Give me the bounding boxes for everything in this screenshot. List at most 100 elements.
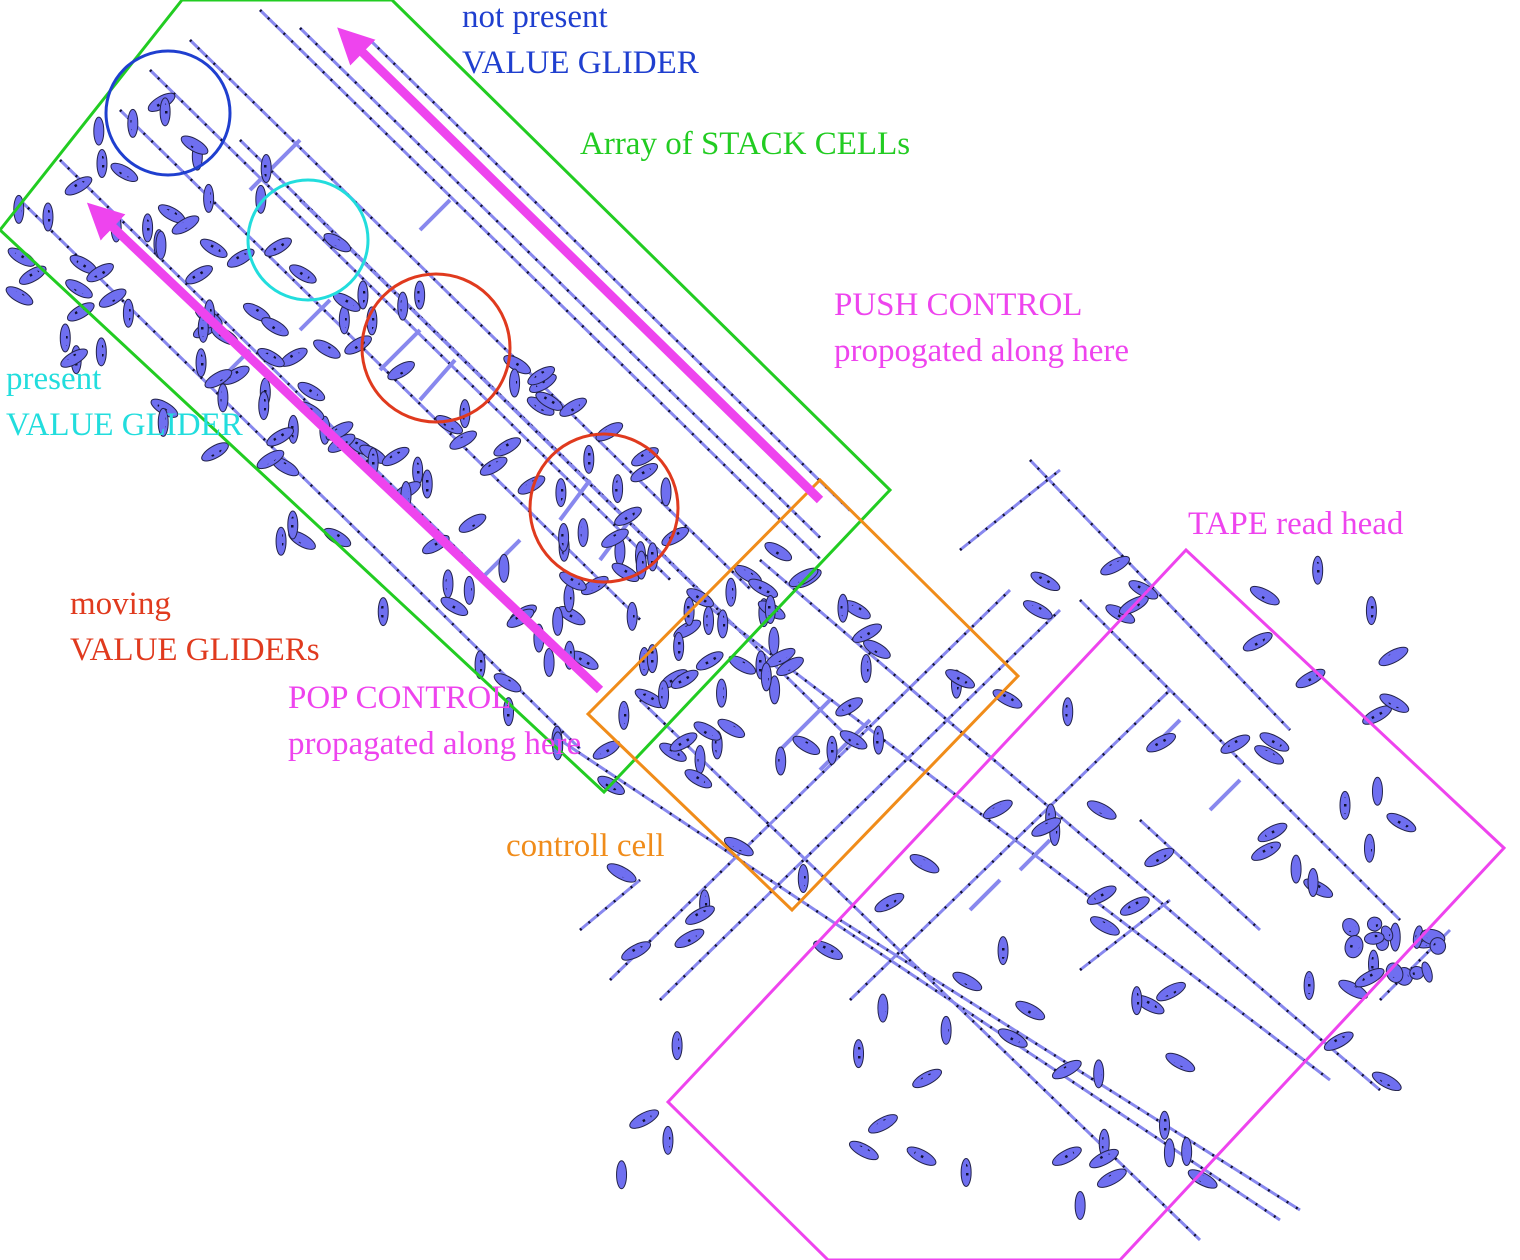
glider-core-69 xyxy=(211,373,226,384)
glider-core-217 xyxy=(840,599,846,617)
glider-core-95 xyxy=(130,114,136,132)
glider-core-161 xyxy=(206,243,221,254)
glider-core-262 xyxy=(1107,560,1123,571)
glider-core-156 xyxy=(370,453,376,471)
glider-core-12 xyxy=(287,352,301,363)
glider-core-118 xyxy=(702,655,717,666)
glider-core-99 xyxy=(160,414,166,431)
glider-core-244 xyxy=(1096,1153,1112,1164)
glider-core-226 xyxy=(1161,1116,1167,1134)
moving-glider-circle-2 xyxy=(528,432,680,584)
rail-cross-5 xyxy=(579,878,641,932)
glider-core-205 xyxy=(1184,1143,1190,1160)
glider-core-179 xyxy=(1059,1064,1075,1075)
glider-core-154 xyxy=(546,654,552,671)
glider-core-196 xyxy=(820,945,836,956)
glider-core-204 xyxy=(1096,1065,1102,1083)
glider-core-109 xyxy=(25,270,40,281)
glider-core-75 xyxy=(14,252,29,263)
strut-10 xyxy=(418,198,452,232)
glider-core-175 xyxy=(637,467,651,478)
glider-core-218 xyxy=(856,1145,872,1156)
strut-4 xyxy=(558,478,592,522)
glider-core-58 xyxy=(697,751,703,768)
rail-7-dots xyxy=(149,69,671,581)
glider-core-274 xyxy=(619,1166,625,1184)
glider-core-193 xyxy=(943,1021,949,1039)
glider-core-203 xyxy=(880,999,886,1017)
glider-core-65 xyxy=(187,140,202,150)
glider-core-133 xyxy=(93,267,107,278)
glider-core-178 xyxy=(1369,710,1385,721)
glider-core-18 xyxy=(220,389,226,407)
glider-core-243 xyxy=(1345,984,1361,995)
glider-core-221 xyxy=(731,841,747,852)
glider-core-225 xyxy=(1094,805,1109,815)
glider-core-183 xyxy=(1153,737,1169,748)
glider-core-55 xyxy=(618,567,633,578)
tape-read-head-box xyxy=(665,547,1507,1260)
glider-core-92 xyxy=(295,535,309,546)
glider-core-126 xyxy=(608,533,622,544)
glider-core-4 xyxy=(445,575,451,593)
glider-core-150 xyxy=(771,632,777,650)
glider-core-171 xyxy=(268,321,282,332)
push-control-label-line1: PUSH CONTROL xyxy=(834,287,1083,323)
glider-core-232 xyxy=(628,946,644,956)
glider-core-291 xyxy=(1412,969,1421,977)
glider-core-28 xyxy=(500,677,515,688)
glider-core-260 xyxy=(661,686,667,703)
glider-core-265 xyxy=(1038,822,1054,833)
glider-core-254 xyxy=(917,858,932,869)
glider-core-10 xyxy=(536,378,550,389)
glider-core-89 xyxy=(566,576,580,587)
rail-lower-7 xyxy=(1138,818,1262,932)
glider-core-186 xyxy=(1265,827,1280,838)
glider-core-50 xyxy=(578,655,592,666)
moving-label-line1: moving xyxy=(70,586,171,622)
glider-core-195 xyxy=(1022,1005,1038,1016)
glider-core-199 xyxy=(1104,1173,1120,1184)
control-cell-label: controll cell xyxy=(506,828,665,864)
glider-core-94 xyxy=(278,461,292,472)
glider-core-149 xyxy=(676,737,691,747)
glider-core-110 xyxy=(417,286,423,304)
glider-core-151 xyxy=(850,604,864,615)
glider-core-16 xyxy=(778,752,784,770)
glider-core-176 xyxy=(261,397,267,414)
glider-core-275 xyxy=(636,1114,652,1125)
glider-core-119 xyxy=(558,484,564,502)
glider-core-67 xyxy=(799,740,814,751)
strut-2 xyxy=(378,328,422,372)
rail-lower-6 xyxy=(1078,598,1402,922)
glider-core-182 xyxy=(1261,749,1277,760)
glider-core-294 xyxy=(1369,934,1380,942)
glider-core-271 xyxy=(1258,846,1274,857)
rail-cross-3 xyxy=(1079,898,1171,972)
glider-core-283 xyxy=(1371,919,1379,929)
glider-core-127 xyxy=(341,311,347,329)
glider-core-208 xyxy=(728,583,734,601)
glider-core-100 xyxy=(72,283,86,294)
glider-core-173 xyxy=(263,454,278,465)
not-present-label: not present VALUE GLIDER xyxy=(462,0,699,86)
glider-core-91 xyxy=(263,160,269,177)
glider-core-259 xyxy=(1362,972,1377,983)
glider-core-256 xyxy=(1127,901,1143,911)
glider-core-22 xyxy=(264,352,278,363)
glider-core-145 xyxy=(615,480,621,497)
glider-core-103 xyxy=(234,253,248,263)
glider-core-30 xyxy=(666,747,680,758)
glider-core-9 xyxy=(125,304,131,322)
glider-core-122 xyxy=(96,122,102,140)
glider-core-26 xyxy=(771,546,785,557)
glider-core-278 xyxy=(952,673,968,684)
glider-core-239 xyxy=(1228,739,1243,750)
rail-lower-0-dots xyxy=(559,738,1281,1222)
glider-core-249 xyxy=(990,804,1006,815)
control-cell-box xyxy=(585,477,1021,913)
glider-core-60 xyxy=(45,208,51,226)
glider-core-33 xyxy=(586,450,592,468)
rail-0 xyxy=(258,8,822,560)
